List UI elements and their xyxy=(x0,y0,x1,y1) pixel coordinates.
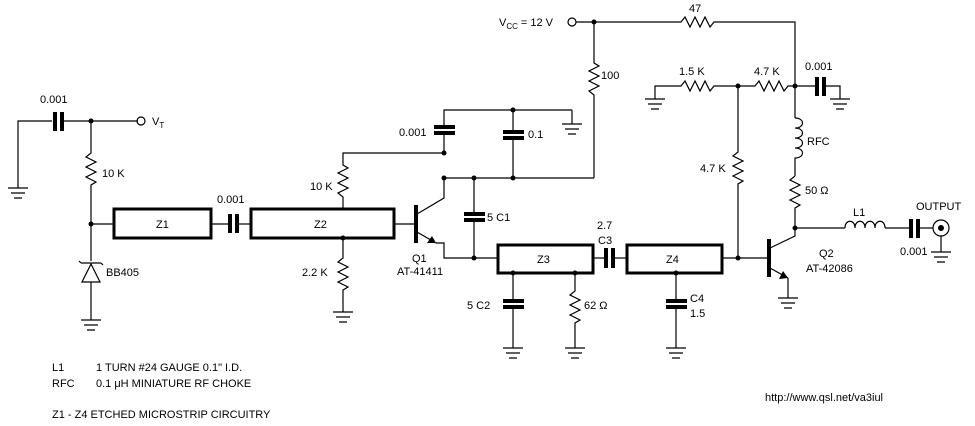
coupling-capacitor xyxy=(228,214,239,233)
ground-symbol xyxy=(830,98,850,110)
inductor-l1 xyxy=(844,220,886,229)
transistor-q1 xyxy=(414,178,474,259)
microstrip-z3: Z3 xyxy=(496,243,595,275)
resistor-4k7-top-value: 4.7 K xyxy=(754,66,780,78)
bypass-capacitor-0001 xyxy=(434,125,455,135)
q1-part: AT-41411 xyxy=(397,266,443,278)
c3-value: 2.7 xyxy=(597,220,612,232)
vt-terminal xyxy=(136,116,146,126)
resistor-50-value: 50 Ω xyxy=(805,185,829,197)
note-l1-desc: 1 TURN #24 GAUGE 0.1" I.D. xyxy=(96,362,242,374)
ground-symbol xyxy=(503,347,523,359)
q2-part: AT-42086 xyxy=(806,263,853,275)
microstrip-z2: Z2 xyxy=(249,207,396,240)
rfc-label: RFC xyxy=(807,136,830,148)
input-capacitor xyxy=(53,112,138,131)
note-l1-ref: L1 xyxy=(52,362,64,374)
rfc-choke xyxy=(794,117,804,176)
note-z-desc: Z1 - Z4 ETCHED MICROSTRIP CIRCUITRY xyxy=(52,409,271,421)
z4-label: Z4 xyxy=(666,254,679,266)
resistor-10k-b-value: 10 K xyxy=(310,181,333,193)
ground-symbol xyxy=(81,319,101,331)
ground-symbol xyxy=(562,123,582,135)
q1-label: Q1 xyxy=(412,253,427,265)
transistor-q2 xyxy=(767,228,796,298)
coupling-capacitor-value: 0.001 xyxy=(217,194,245,206)
resistor-4k7-left-value: 4.7 K xyxy=(700,163,726,175)
microstrip-z1: Z1 xyxy=(112,207,213,240)
ground-symbol xyxy=(333,311,353,323)
note-rfc-ref: RFC xyxy=(52,378,75,390)
capacitor-c4 xyxy=(666,299,687,309)
c1-label: 5 C1 xyxy=(487,212,510,224)
resistor-2k2-value: 2.2 K xyxy=(302,267,328,279)
varactor-tuning-section: 0.001 VT 10 K BB405 xyxy=(8,94,164,331)
diode-label: BB405 xyxy=(106,267,139,279)
resistor-1k5-value: 1.5 K xyxy=(679,66,705,78)
microstrip-z4: Z4 xyxy=(625,243,724,275)
note-rfc-desc: 0.1 μH MINIATURE RF CHOKE xyxy=(96,378,251,390)
resistor-10k-a-value: 10 K xyxy=(102,168,125,180)
resistor-62-value: 62 Ω xyxy=(584,300,608,312)
output-label: OUTPUT xyxy=(916,201,962,213)
ground-symbol xyxy=(565,347,585,359)
z1-label: Z1 xyxy=(156,219,169,231)
c4-value: 1.5 xyxy=(690,308,705,320)
resistor-10k-vertical xyxy=(84,121,98,224)
vcc-label: VCC= 12 V xyxy=(499,17,554,31)
z3-label: Z3 xyxy=(537,254,550,266)
top-bypass-cap-value: 0.001 xyxy=(805,61,833,73)
bias-resistors-q1: 10 K 2.2 K xyxy=(302,150,447,323)
ground-symbol xyxy=(8,187,28,199)
input-capacitor-value: 0.001 xyxy=(40,94,68,106)
bypass-cap2-value: 0.1 xyxy=(528,129,543,141)
q2-label: Q2 xyxy=(819,248,834,260)
resistor-100-value: 100 xyxy=(601,70,619,82)
capacitor-c1 xyxy=(464,212,485,222)
varactor-diode-icon xyxy=(78,260,104,283)
component-notes: L1 1 TURN #24 GAUGE 0.1" I.D. RFC 0.1 μH… xyxy=(52,362,271,421)
capacitor-c2 xyxy=(503,299,524,309)
z2-label: Z2 xyxy=(314,219,327,231)
output-capacitor xyxy=(909,219,920,238)
capacitor-c3 xyxy=(604,248,615,268)
bypass-capacitor-01 xyxy=(503,130,524,140)
c2-label: 5 C2 xyxy=(467,300,490,312)
resistor-47-value: 47 xyxy=(689,3,701,15)
source-url: http://www.qsl.net/va3iul xyxy=(765,392,883,404)
q2-bias-network: 1.5 K 4.7 K 0.001 4.7 K xyxy=(645,61,850,258)
top-bypass-capacitor xyxy=(815,77,826,96)
ground-symbol xyxy=(931,251,951,263)
vt-label: VT xyxy=(152,116,164,130)
vcc-terminal xyxy=(567,17,577,27)
ground-symbol xyxy=(778,297,798,309)
output-capacitor-value: 0.001 xyxy=(900,246,928,258)
c4-label: C4 xyxy=(690,293,704,305)
ground-symbol xyxy=(666,347,686,359)
ground-symbol xyxy=(645,98,665,110)
output-connector-icon xyxy=(932,219,950,237)
l1-label: L1 xyxy=(853,207,865,219)
bypass-cap1-value: 0.001 xyxy=(399,127,427,139)
c3-label: C3 xyxy=(598,235,612,247)
